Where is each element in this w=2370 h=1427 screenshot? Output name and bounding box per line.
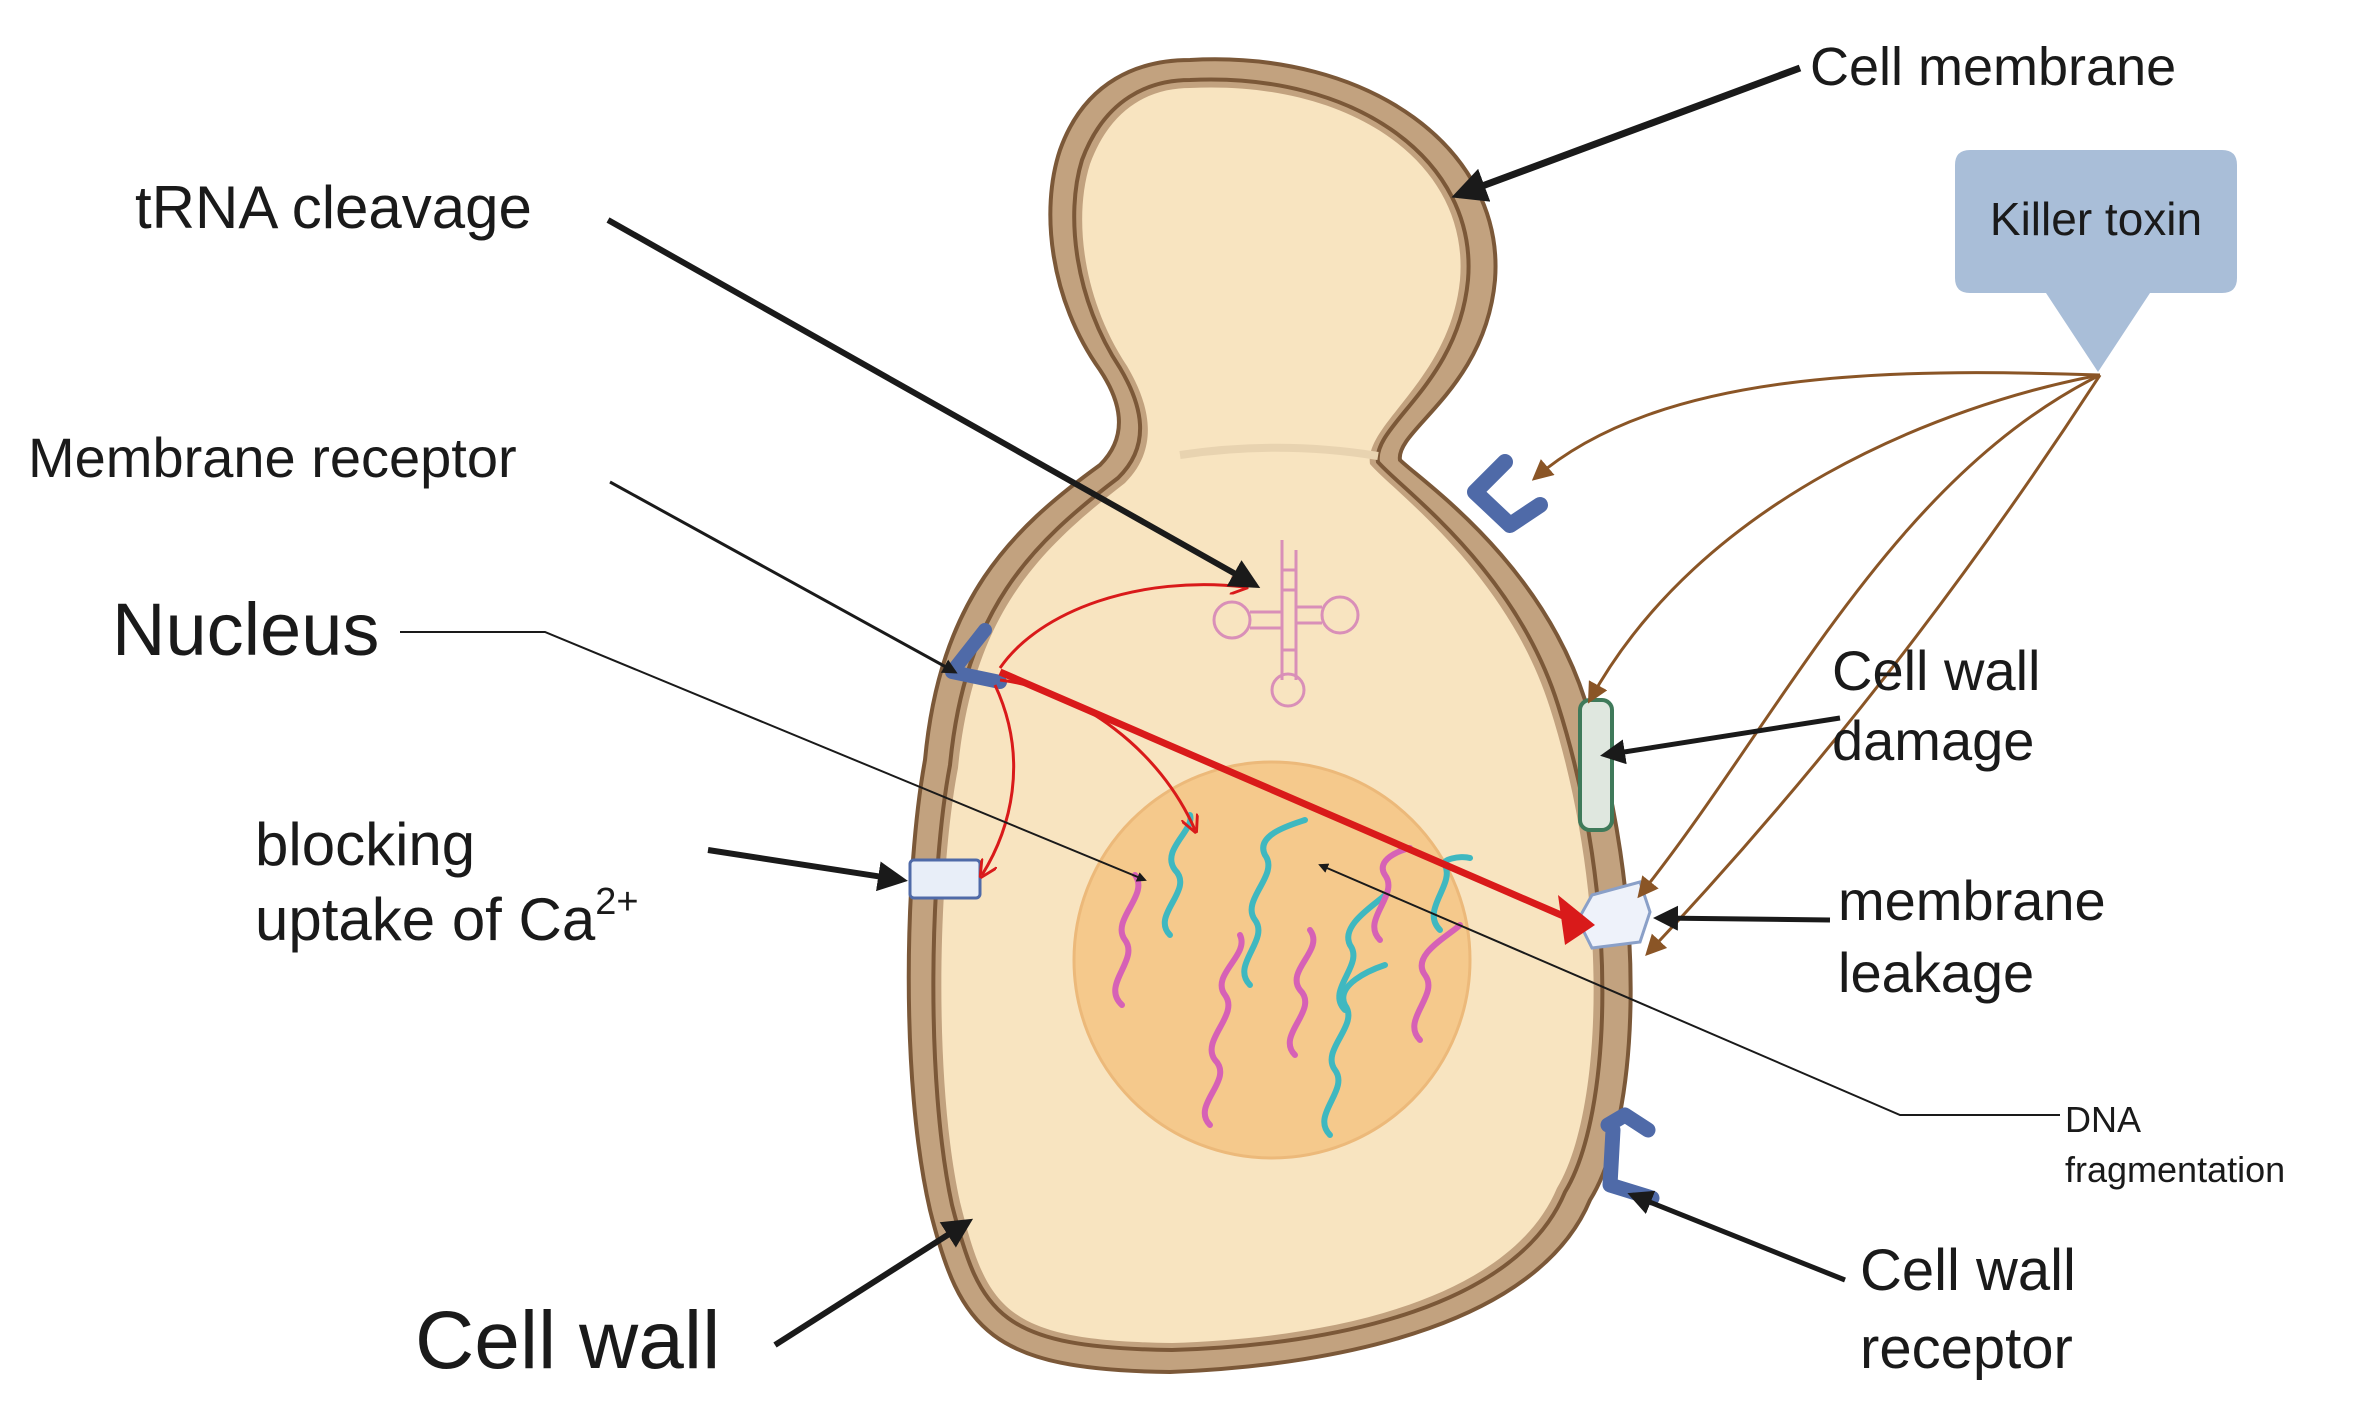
cell-wall-receptor-top — [1467, 454, 1548, 533]
killer-toxin-callout: Killer toxin — [1955, 150, 2237, 372]
yeast-cell — [906, 57, 1633, 1375]
toxin-action-arrows — [1531, 371, 2102, 957]
cell-wall-receptor-label-line2: receptor — [1860, 1316, 2073, 1381]
trna-cleavage-label: tRNA cleavage — [135, 174, 532, 241]
nucleus-label: Nucleus — [112, 588, 379, 671]
blocking-label-line2: uptake of Ca2+ — [255, 881, 639, 953]
ca-channel-block — [908, 858, 982, 900]
red-action-arrows — [982, 585, 1595, 945]
nucleus — [1072, 760, 1472, 1160]
cell-wall-damage-label-line2: damage — [1832, 709, 2034, 772]
dna-strands — [1112, 812, 1473, 1138]
cell-membrane-outline — [931, 77, 1605, 1353]
label-arrows — [400, 64, 2060, 1348]
blocking-label-line1: blocking — [255, 811, 475, 878]
membrane-leakage-label-line2: leakage — [1838, 941, 2034, 1004]
killer-toxin-label: Killer toxin — [1990, 193, 2202, 245]
trna-icon — [1212, 540, 1360, 708]
calcium-superscript: 2+ — [595, 881, 638, 923]
dna-fragmentation-label-line1: DNA — [2065, 1099, 2141, 1140]
cell-wall-receptor-label-line1: Cell wall — [1860, 1238, 2076, 1303]
dna-fragmentation-label-line2: fragmentation — [2065, 1149, 2285, 1190]
membrane-receptor-label: Membrane receptor — [28, 426, 517, 489]
cell-membrane-label: Cell membrane — [1810, 37, 2176, 97]
bud-neck — [1179, 443, 1379, 460]
cell-wall-damage-patch — [1578, 698, 1614, 832]
membrane-leakage-label-line1: membrane — [1838, 869, 2106, 932]
cell-wall-damage-label-line1: Cell wall — [1832, 639, 2041, 702]
cell-wall-label: Cell wall — [415, 1295, 720, 1386]
cell-wall-receptor-bottom — [1600, 1107, 1660, 1206]
